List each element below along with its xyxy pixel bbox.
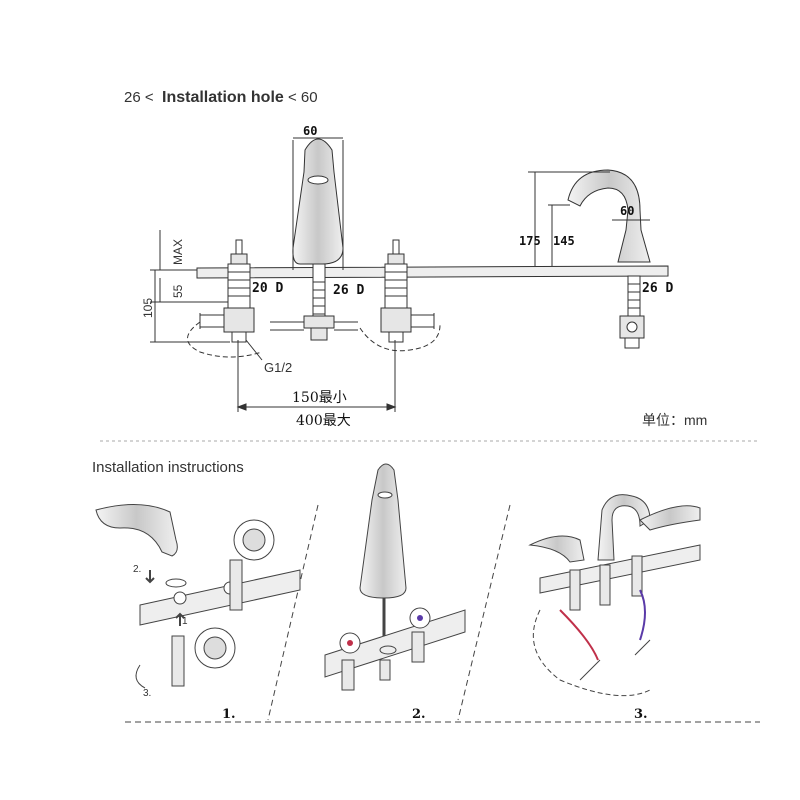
- step-label-2: 2.: [412, 707, 426, 722]
- spacing-max-label: 400最大: [296, 413, 351, 429]
- step-3-illustration: [528, 494, 701, 697]
- step-label-3: 3.: [634, 707, 648, 722]
- step-1-illustration: [95, 503, 301, 689]
- unit-label: 单位：mm: [642, 412, 707, 428]
- dim-height-145: 145: [553, 234, 575, 248]
- step-1-arrow-2: 2.: [133, 564, 141, 575]
- panel-divider-2: [457, 504, 511, 721]
- dim-max-label: MAX: [171, 239, 185, 265]
- dim-dia-20: 20 D: [252, 281, 283, 296]
- range-max-text: < 60: [288, 89, 318, 106]
- dim-height-175: 175: [519, 234, 541, 248]
- panel-divider-1: [267, 504, 319, 721]
- dim-spout-width: 60: [303, 124, 317, 138]
- spacing-min-label: 150最小: [292, 390, 347, 406]
- range-label-text: Installation hole: [162, 89, 284, 106]
- dim-105: 105: [141, 298, 155, 318]
- technical-drawing: [150, 137, 669, 412]
- step-1-arrow-1: 1: [182, 616, 188, 627]
- step-label-1: 1.: [222, 707, 236, 722]
- dim-dia-26: 26 D: [333, 283, 364, 298]
- dim-dia-26-side: 26 D: [642, 281, 673, 296]
- step-1-arrow-3: 3.: [143, 688, 151, 699]
- dim-side-spout-width: 60: [620, 204, 634, 218]
- step-2-illustration: [324, 463, 466, 691]
- instruction-panels: 2. 1 3.: [95, 463, 760, 723]
- dim-55: 55: [171, 284, 185, 298]
- range-min-text: 26 <: [124, 89, 154, 106]
- thread-label: G1/2: [264, 360, 292, 375]
- instructions-title: Installation instructions: [92, 459, 244, 476]
